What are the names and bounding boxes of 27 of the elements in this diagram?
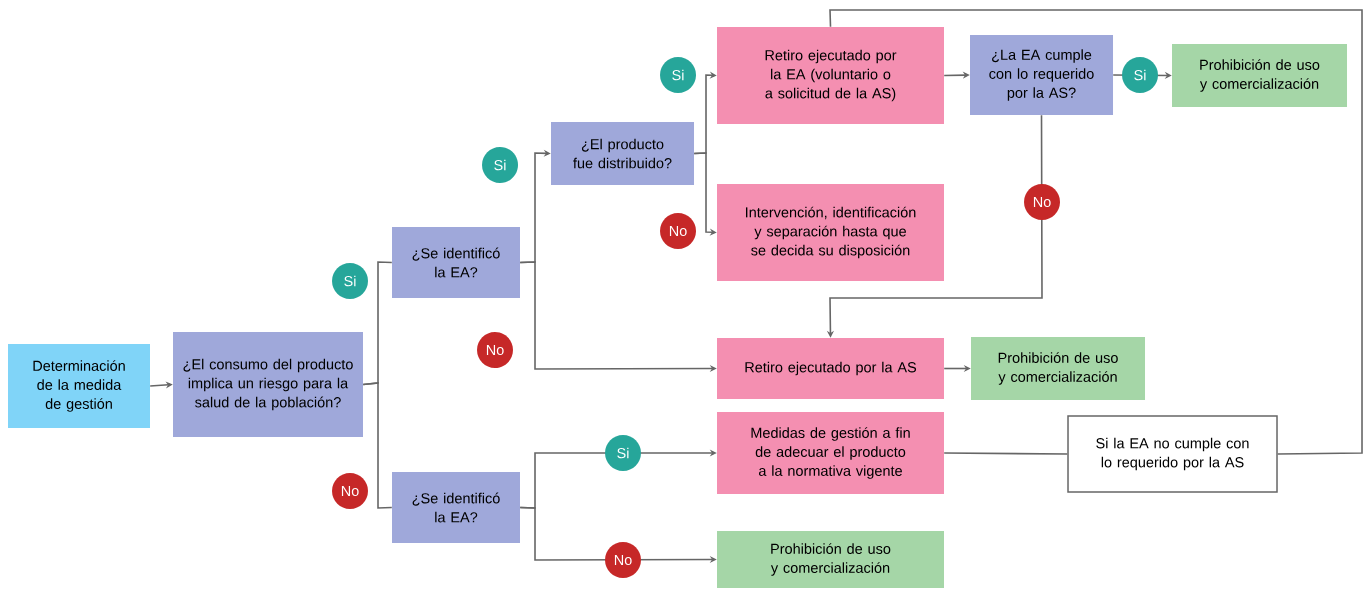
decision-box: ¿La EA cumple con lo requerido por la AS?: [970, 35, 1113, 115]
decision-box: ¿Se identificó la EA?: [392, 472, 520, 543]
outcome-box: Prohibición de uso y comercialización: [1172, 44, 1347, 107]
action-box: Intervención, identificación y separación hasta que se decida su disposición: [717, 184, 944, 281]
answer-badge: No: [1024, 184, 1060, 220]
connector: [362, 382, 393, 509]
action-box: Retiro ejecutado por la EA (voluntario o a solicitud de la AS): [717, 27, 944, 124]
answer-badge: No: [660, 213, 696, 249]
answer-badge: No: [332, 473, 368, 509]
decision-box: ¿Se identificó la EA?: [392, 227, 520, 298]
connector: [829, 9, 1363, 455]
answer-badge: Si: [605, 435, 641, 471]
connector: [943, 452, 1069, 455]
condition-box: Si la EA no cumple con lo requerido por la AS: [1067, 415, 1278, 493]
answer-badge: No: [605, 542, 641, 578]
entry-box: Determinación de la medida de gestión: [8, 344, 150, 428]
action-box: Medidas de gestión a fin de adecuar el producto a la normativa vigente: [717, 412, 944, 494]
answer-badge: Si: [1122, 57, 1158, 93]
outcome-box: Prohibición de uso y comercialización: [971, 337, 1145, 400]
answer-badge: Si: [482, 147, 518, 183]
outcome-box: Prohibición de uso y comercialización: [717, 531, 944, 588]
decision-box: ¿El consumo del producto implica un riesgo para la salud de la población?: [173, 332, 363, 437]
action-box: Retiro ejecutado por la AS: [717, 338, 944, 399]
decision-box: ¿El producto fue distribuido?: [551, 122, 694, 185]
answer-badge: Si: [660, 57, 696, 93]
answer-badge: No: [477, 332, 513, 368]
answer-badge: Si: [332, 263, 368, 299]
